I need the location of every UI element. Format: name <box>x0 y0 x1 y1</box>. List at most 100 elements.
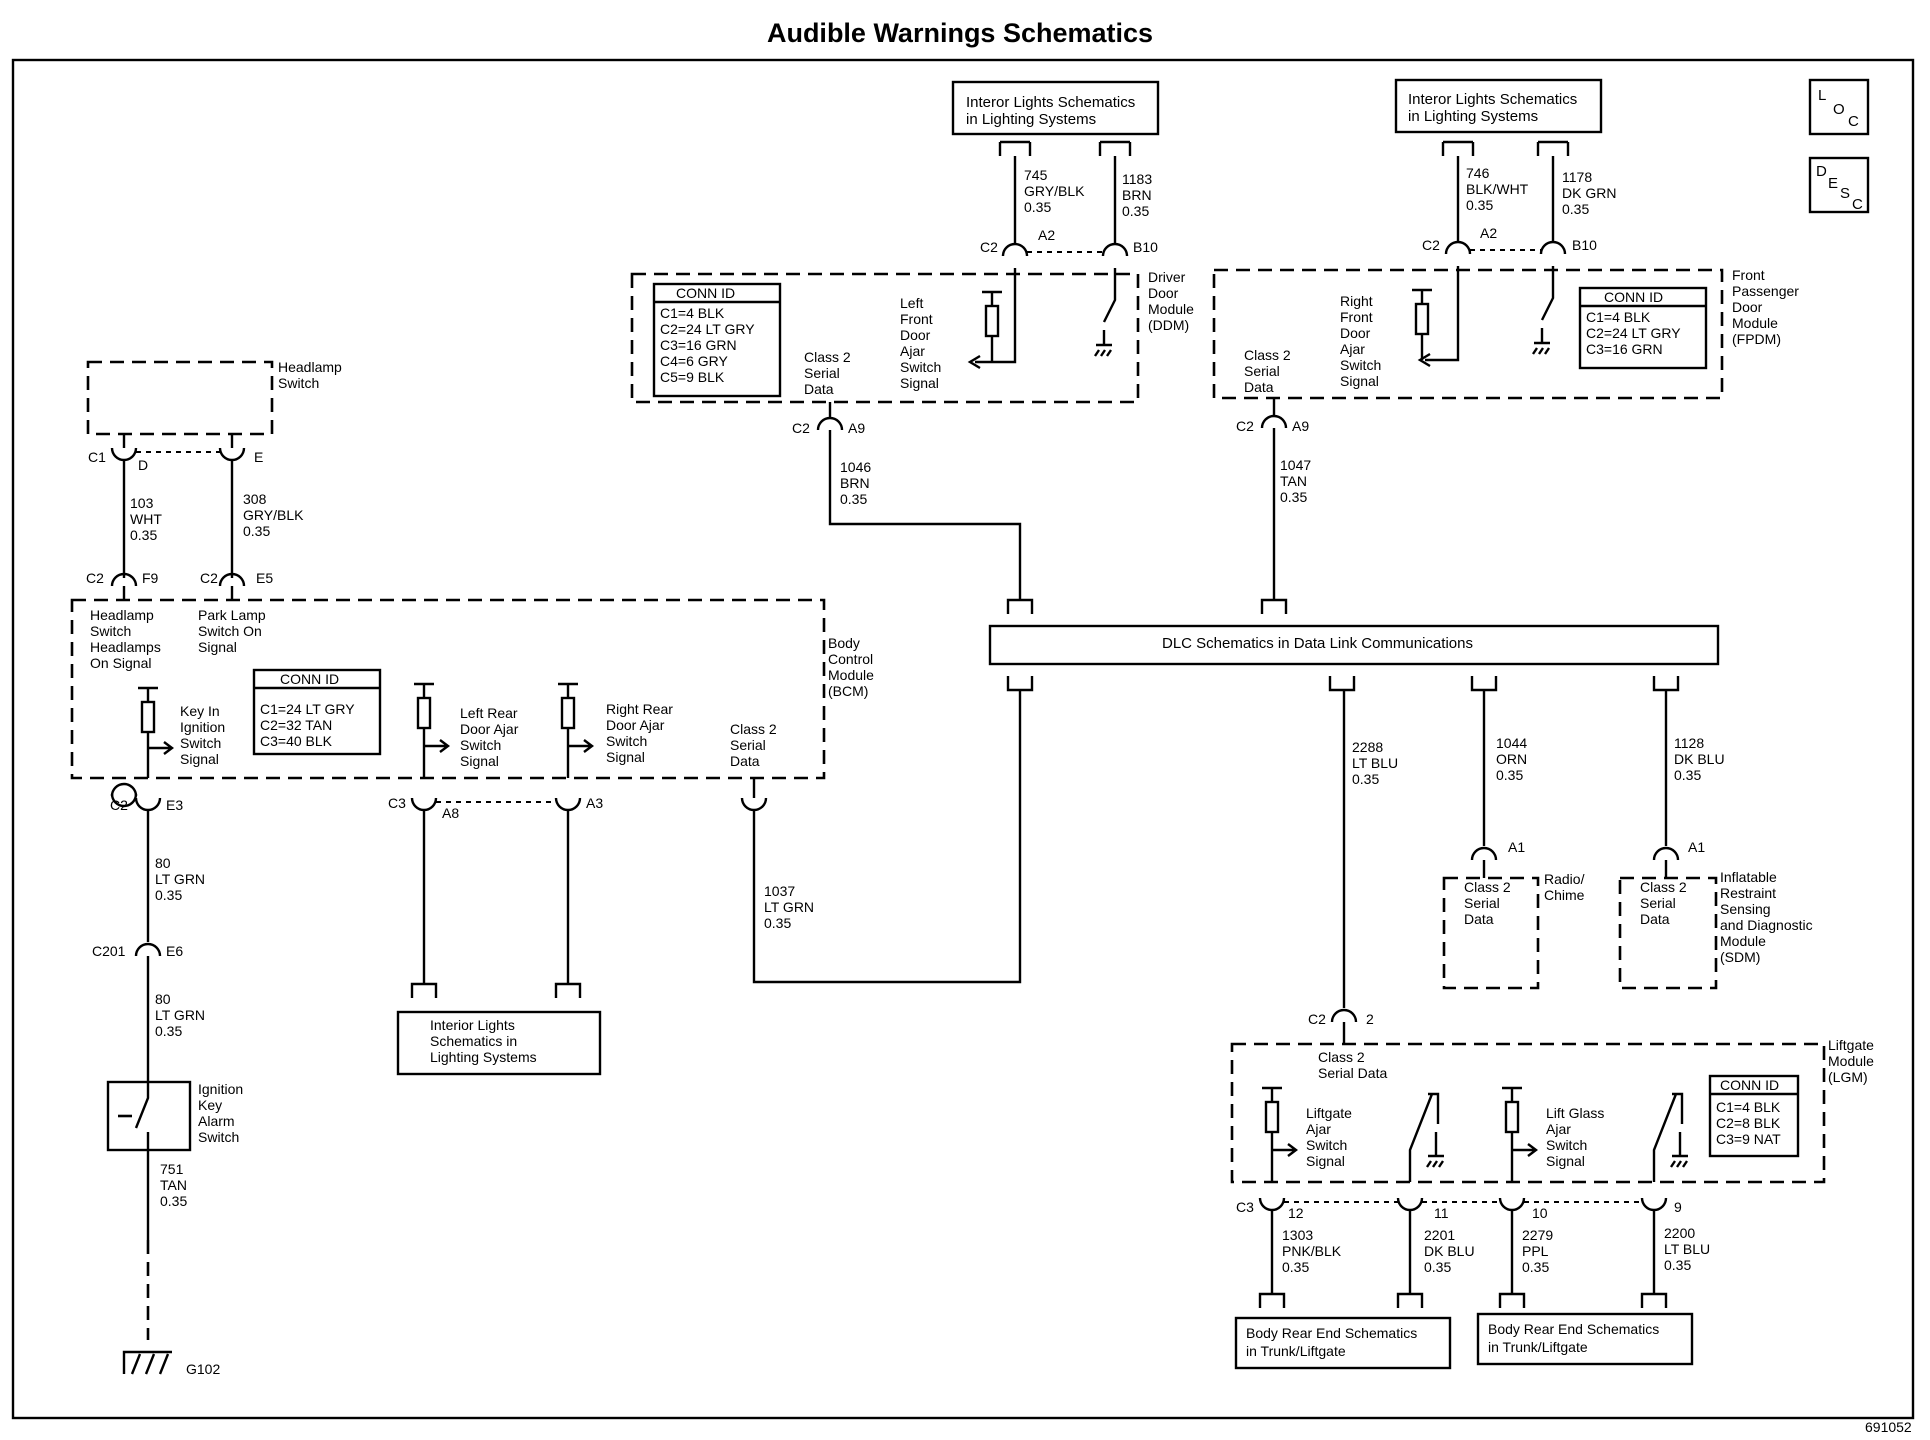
svg-text:(DDM): (DDM) <box>1148 317 1189 333</box>
svg-text:Class 2: Class 2 <box>1244 347 1291 363</box>
svg-text:Class 2: Class 2 <box>804 349 851 365</box>
svg-text:Interior Lights: Interior Lights <box>430 1017 515 1033</box>
svg-text:DK BLU: DK BLU <box>1424 1243 1475 1259</box>
svg-text:Body Rear End Schematics: Body Rear End Schematics <box>1246 1325 1417 1341</box>
interior-lights-box-right[interactable]: Interor Lights Schematics in Lighting Sy… <box>1394 78 1603 134</box>
page-title: Audible Warnings Schematics <box>767 18 1153 48</box>
svg-text:DK GRN: DK GRN <box>1562 185 1616 201</box>
dlc-box[interactable]: DLC Schematics in Data Link Communicatio… <box>988 624 1720 666</box>
interior-lights-box-bottom[interactable]: Interior Lights Schematics in Lighting S… <box>396 1010 602 1076</box>
sdm-serial-label: Class 2 Serial Data <box>1640 879 1687 927</box>
svg-text:L: L <box>1818 87 1826 104</box>
wire-label-80-a: 80 LT GRN 0.35 <box>155 855 205 903</box>
svg-text:Control: Control <box>828 651 873 667</box>
connector-label: E <box>254 449 263 465</box>
ddm-serial-label: Class 2 Serial Data <box>804 349 851 397</box>
svg-text:O: O <box>1833 101 1845 118</box>
sdm-name: Inflatable Restraint Sensing and Diagnos… <box>1720 869 1813 965</box>
bcm-name: Body Control Module (BCM) <box>828 635 874 699</box>
bcm-conn-id-table: CONN ID C1=24 LT GRY C2=32 TAN C3=40 BLK <box>252 668 382 756</box>
wire-label-1128: 1128 DK BLU 0.35 <box>1674 735 1725 783</box>
fpdm-switch-label: Right Front Door Ajar Switch Signal <box>1340 293 1381 389</box>
desc-icon[interactable]: D E S C <box>1808 156 1870 214</box>
svg-text:Interor Lights Schematics: Interor Lights Schematics <box>1408 91 1577 108</box>
svg-text:Passenger: Passenger <box>1732 283 1799 299</box>
svg-text:Lighting Systems: Lighting Systems <box>430 1049 537 1065</box>
svg-text:ORN: ORN <box>1496 751 1527 767</box>
connector-label: C3 <box>1236 1199 1254 1215</box>
connector-label: C3 <box>388 795 406 811</box>
wire-label-1044: 1044 ORN 0.35 <box>1496 735 1527 783</box>
svg-text:Switch: Switch <box>198 1129 239 1145</box>
svg-text:GRY/BLK: GRY/BLK <box>243 507 304 523</box>
body-rear-end-box-right[interactable]: Body Rear End Schematics in Trunk/Liftga… <box>1476 1312 1694 1366</box>
svg-text:DK BLU: DK BLU <box>1674 751 1725 767</box>
svg-text:Ignition: Ignition <box>180 719 225 735</box>
svg-text:0.35: 0.35 <box>1424 1259 1451 1275</box>
svg-text:Interor Lights Schematics: Interor Lights Schematics <box>966 94 1135 111</box>
svg-text:Headlamp: Headlamp <box>90 607 154 623</box>
wire-label-1037: 1037 LT GRN 0.35 <box>764 883 814 931</box>
svg-text:103: 103 <box>130 495 154 511</box>
connector-label: B10 <box>1133 239 1158 255</box>
connector-label: E5 <box>256 570 273 586</box>
svg-text:Front: Front <box>900 311 933 327</box>
svg-text:C2=8 BLK: C2=8 BLK <box>1716 1115 1781 1131</box>
svg-text:PNK/BLK: PNK/BLK <box>1282 1243 1342 1259</box>
fpdm-conn-id-table: CONN ID C1=4 BLK C2=24 LT GRY C3=16 GRN <box>1578 286 1708 370</box>
svg-text:Body Rear End Schematics: Body Rear End Schematics <box>1488 1321 1659 1337</box>
connector-label: 11 <box>1434 1205 1449 1221</box>
svg-text:Right: Right <box>1340 293 1373 309</box>
connector-label: A9 <box>1292 418 1309 434</box>
connector-label: A8 <box>442 805 459 821</box>
svg-text:TAN: TAN <box>1280 473 1307 489</box>
svg-text:GRY/BLK: GRY/BLK <box>1024 183 1085 199</box>
loc-icon[interactable]: L O C <box>1808 78 1870 136</box>
svg-text:Left Rear: Left Rear <box>460 705 518 721</box>
connector-label: A3 <box>586 795 603 811</box>
sdm-module <box>1618 876 1718 990</box>
svg-text:Alarm: Alarm <box>198 1113 235 1129</box>
svg-text:Switch: Switch <box>180 735 221 751</box>
connector-label: C1 <box>88 449 106 465</box>
svg-text:0.35: 0.35 <box>1674 767 1701 783</box>
lgm-name: Liftgate Module (LGM) <box>1828 1037 1874 1085</box>
svg-text:Serial: Serial <box>730 737 766 753</box>
connector-label: C2 <box>980 239 998 255</box>
bcm-lr-signal-label: Left Rear Door Ajar Switch Signal <box>460 705 519 769</box>
interior-lights-box-left[interactable]: Interor Lights Schematics in Lighting Sy… <box>951 80 1160 136</box>
connector-label: C2 <box>1236 418 1254 434</box>
lgm-serial-label: Class 2 Serial Data <box>1318 1049 1387 1081</box>
bcm-park-signal-label: Park Lamp Switch On Signal <box>198 607 266 655</box>
svg-text:Ignition: Ignition <box>198 1081 243 1097</box>
radio-chime-module <box>1442 876 1540 990</box>
lgm-conn-id-table: CONN ID C1=4 BLK C2=8 BLK C3=9 NAT <box>1708 1074 1800 1158</box>
svg-text:PPL: PPL <box>1522 1243 1549 1259</box>
svg-text:E: E <box>1828 175 1838 192</box>
svg-text:0.35: 0.35 <box>1352 771 1379 787</box>
svg-text:745: 745 <box>1024 167 1048 183</box>
svg-text:in Lighting Systems: in Lighting Systems <box>966 111 1096 128</box>
wire-label-2288: 2288 LT BLU 0.35 <box>1352 739 1398 787</box>
connector-label: E3 <box>166 797 183 813</box>
wire-label-746: 746 BLK/WHT 0.35 <box>1466 165 1529 213</box>
svg-text:C3=16 GRN: C3=16 GRN <box>660 337 737 353</box>
svg-text:(SDM): (SDM) <box>1720 949 1760 965</box>
svg-text:Switch: Switch <box>606 733 647 749</box>
svg-text:0.35: 0.35 <box>1024 199 1051 215</box>
wire-label-1047: 1047 TAN 0.35 <box>1280 457 1311 505</box>
svg-text:Lift Glass: Lift Glass <box>1546 1105 1604 1121</box>
body-rear-end-box-left[interactable]: Body Rear End Schematics in Trunk/Liftga… <box>1234 1316 1452 1370</box>
ddm-module <box>630 272 1140 404</box>
connector-label: C2 <box>1422 237 1440 253</box>
svg-text:D: D <box>1816 163 1827 180</box>
svg-text:(LGM): (LGM) <box>1828 1069 1868 1085</box>
wire-label-751: 751 TAN 0.35 <box>160 1161 187 1209</box>
svg-text:80: 80 <box>155 855 171 871</box>
svg-text:LT BLU: LT BLU <box>1664 1241 1710 1257</box>
svg-text:Schematics in: Schematics in <box>430 1033 517 1049</box>
page-frame <box>11 58 1915 1420</box>
headlamp-switch-label: Headlamp Switch <box>278 359 342 391</box>
wire-label-2200: 2200 LT BLU 0.35 <box>1664 1225 1710 1273</box>
wire-label-1178: 1178 DK GRN 0.35 <box>1562 169 1616 217</box>
